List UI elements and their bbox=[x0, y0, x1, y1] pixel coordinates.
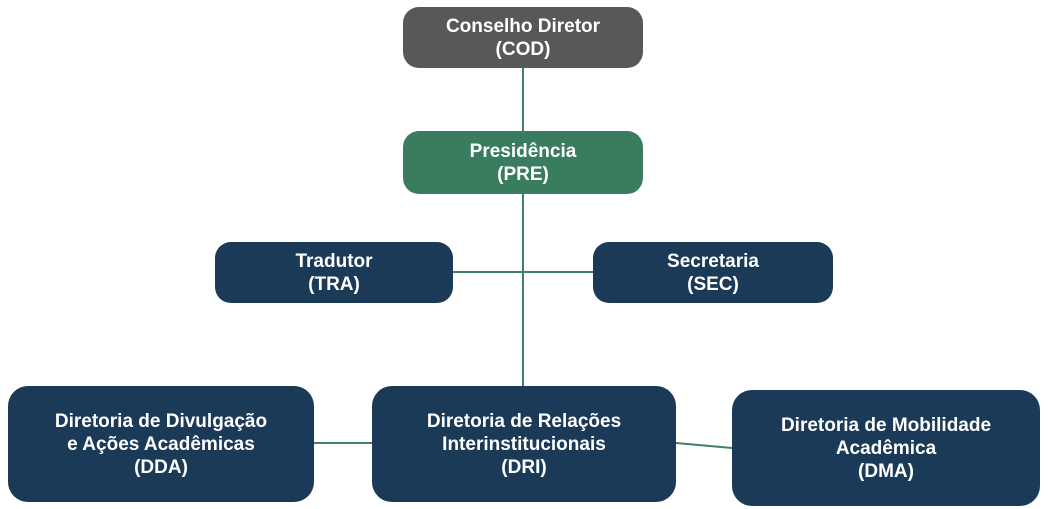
org-node-code: (DRI) bbox=[501, 456, 547, 478]
org-node-code: (TRA) bbox=[308, 273, 360, 295]
org-node-code: (PRE) bbox=[497, 163, 549, 185]
org-node-label: Diretoria de Mobilidade Acadêmica bbox=[780, 414, 992, 459]
org-node-diretoria-relacoes-interinstitucionais: Diretoria de Relações Interinstitucionai… bbox=[372, 386, 676, 502]
org-node-diretoria-mobilidade-academica: Diretoria de Mobilidade Acadêmica (DMA) bbox=[732, 390, 1040, 506]
org-node-diretoria-divulgacao-acoes-academicas: Diretoria de Divulgação e Ações Acadêmic… bbox=[8, 386, 314, 502]
org-node-tradutor: Tradutor (TRA) bbox=[215, 242, 453, 303]
org-node-conselho-diretor: Conselho Diretor (COD) bbox=[403, 7, 643, 68]
org-node-label: Diretoria de Divulgação e Ações Acadêmic… bbox=[54, 410, 268, 455]
org-node-label: Diretoria de Relações Interinstitucionai… bbox=[426, 410, 622, 455]
org-node-label: Tradutor bbox=[295, 250, 373, 272]
org-node-label: Presidência bbox=[469, 140, 577, 162]
org-node-presidencia: Presidência (PRE) bbox=[403, 131, 643, 194]
org-node-code: (DDA) bbox=[134, 456, 188, 478]
org-node-code: (COD) bbox=[495, 38, 551, 60]
org-node-label: Secretaria bbox=[667, 250, 759, 272]
org-node-code: (DMA) bbox=[858, 460, 914, 482]
org-node-code: (SEC) bbox=[687, 273, 739, 295]
connector-dri-dma bbox=[675, 442, 733, 449]
org-node-secretaria: Secretaria (SEC) bbox=[593, 242, 833, 303]
org-node-label: Conselho Diretor bbox=[445, 15, 601, 37]
